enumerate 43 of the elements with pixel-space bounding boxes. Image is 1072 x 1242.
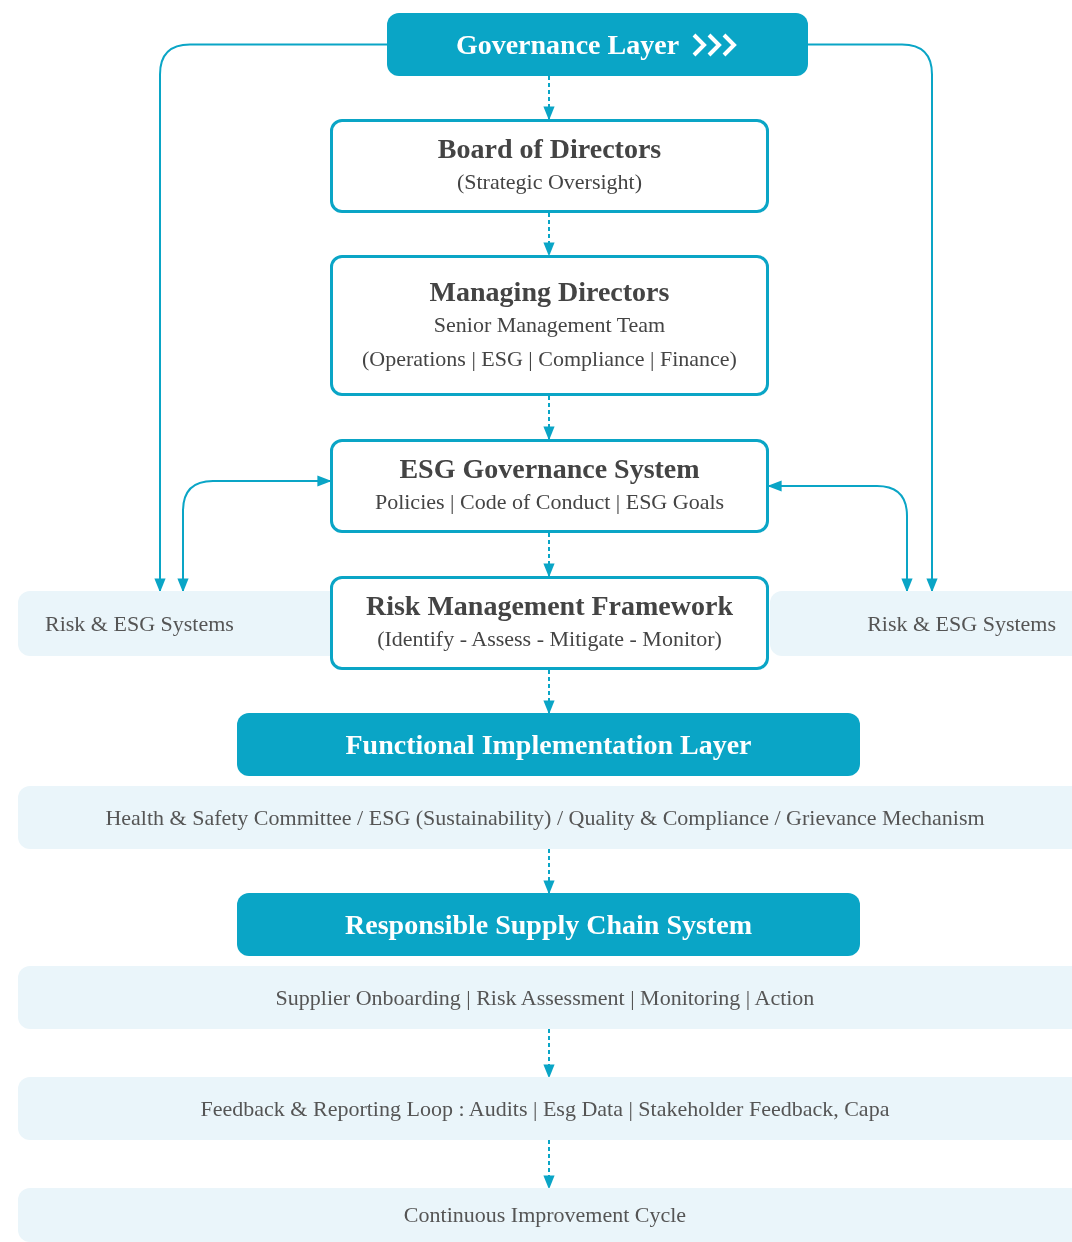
box-title: Managing Directors (429, 275, 670, 308)
info-band (770, 591, 1072, 656)
arrow (154, 43, 388, 593)
box-subtitle: Senior Management Team (433, 310, 666, 339)
band-text: Risk & ESG Systems (867, 610, 1056, 637)
arrow (543, 848, 555, 895)
process-box (330, 439, 769, 533)
arrow (543, 1139, 555, 1190)
band-text: Feedback & Reporting Loop : Audits | Esg Data | Stakeholder Feedback, Capa (200, 1095, 890, 1122)
box-subtitle: (Operations | ESG | Compliance | Finance) (362, 344, 737, 373)
arrow (543, 669, 555, 715)
arrow (807, 43, 938, 593)
layer-title: Responsible Supply Chain System (345, 908, 752, 941)
arrow (543, 395, 555, 441)
arrow (543, 1028, 555, 1079)
arrow (543, 532, 555, 578)
box-subtitle: (Strategic Oversight) (456, 168, 643, 196)
band-text: Supplier Onboarding | Risk Assessment | Monitoring | Action (275, 984, 815, 1011)
layer-title: Functional Implementation Layer (345, 728, 752, 761)
info-band (18, 966, 1072, 1029)
process-box (330, 119, 769, 213)
band-text: Continuous Improvement Cycle (403, 1202, 687, 1228)
box-title: ESG Governance System (399, 453, 700, 485)
info-band (18, 1077, 1072, 1140)
layer-header-bar (237, 893, 860, 956)
band-text: Health & Safety Committee / ESG (Sustainability) / Quality & Compliance / Grievance Mechanism (105, 804, 985, 831)
arrow (543, 75, 555, 121)
info-band (18, 591, 330, 656)
band-text: Risk & ESG Systems (45, 610, 234, 637)
info-band (18, 1188, 1072, 1242)
layer-header-bar (387, 13, 808, 76)
arrow (177, 475, 332, 593)
arrow (543, 212, 555, 257)
layer-title: Governance Layer (455, 28, 680, 61)
box-subtitle: (Identify - Assess - Mitigate - Monitor) (377, 625, 722, 653)
process-box (330, 255, 769, 396)
box-title: Risk Management Framework (365, 590, 734, 622)
arrow (767, 480, 913, 593)
process-box (330, 576, 769, 670)
info-band (18, 786, 1072, 849)
box-subtitle: Policies | Code of Conduct | ESG Goals (374, 488, 725, 516)
layer-header-bar (237, 713, 860, 776)
box-title: Board of Directors (437, 133, 662, 165)
